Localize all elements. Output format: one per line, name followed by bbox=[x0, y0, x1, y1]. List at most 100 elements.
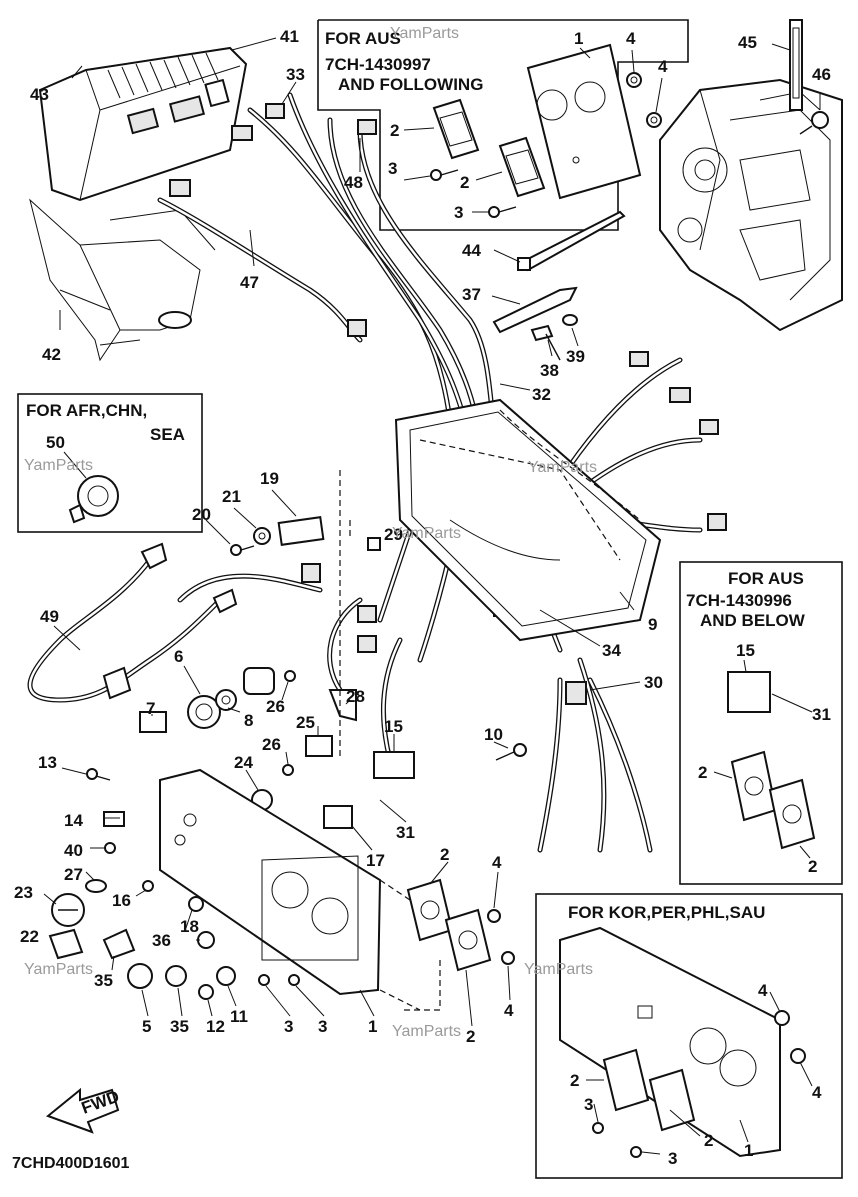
callout-28: 28 bbox=[346, 687, 365, 706]
callout-42: 42 bbox=[42, 345, 61, 364]
callout-32: 32 bbox=[532, 385, 551, 404]
callout-31b: 31 bbox=[812, 705, 831, 724]
power-cord bbox=[27, 542, 238, 703]
callout-11: 11 bbox=[230, 1007, 248, 1026]
bracket bbox=[29, 198, 216, 362]
callout-26b: 26 bbox=[262, 735, 281, 754]
callout-31a: 31 bbox=[396, 823, 415, 842]
callout-14: 14 bbox=[64, 811, 83, 830]
callout-35b: 35 bbox=[170, 1017, 189, 1036]
aus-right-line3: AND BELOW bbox=[700, 611, 806, 630]
socket-top-1 bbox=[432, 98, 480, 160]
callout-2b: 2 bbox=[460, 173, 469, 192]
callout-45: 45 bbox=[738, 33, 757, 52]
callout-48: 48 bbox=[344, 173, 363, 192]
aus-top-line1: FOR AUS bbox=[325, 29, 401, 48]
cover-19 bbox=[277, 516, 325, 546]
callout-50: 50 bbox=[46, 433, 65, 452]
callout-43: 43 bbox=[30, 85, 49, 104]
callout-46: 46 bbox=[812, 65, 831, 84]
callout-24: 24 bbox=[234, 753, 253, 772]
kor-screw-1 bbox=[592, 1122, 604, 1134]
part-18 bbox=[188, 896, 204, 912]
callout-44: 44 bbox=[462, 241, 481, 260]
starter-50 bbox=[68, 475, 119, 524]
callout-1c: 1 bbox=[744, 1141, 753, 1160]
callout-3e: 3 bbox=[584, 1095, 593, 1114]
callout-4c: 4 bbox=[492, 853, 502, 872]
callout-labels: 41 43 33 48 47 42 1 4 4 2 3 2 3 45 46 44… bbox=[14, 27, 831, 1168]
callout-37: 37 bbox=[462, 285, 481, 304]
callout-13: 13 bbox=[38, 753, 57, 772]
bolt-46 bbox=[799, 111, 829, 135]
callout-2e: 2 bbox=[698, 763, 707, 782]
callout-35a: 35 bbox=[94, 971, 113, 990]
relay-25 bbox=[305, 735, 333, 757]
box-aus-right: FOR AUS 7CH-1430996 AND BELOW bbox=[679, 561, 843, 885]
watermark: YamParts bbox=[524, 961, 593, 978]
cable-tie-37 bbox=[492, 286, 578, 334]
socket-mid-1 bbox=[406, 878, 454, 942]
callout-12: 12 bbox=[206, 1017, 225, 1036]
kor-panel bbox=[559, 926, 781, 1158]
socket-right-2 bbox=[768, 778, 816, 850]
callout-41: 41 bbox=[280, 27, 299, 46]
clip-29 bbox=[367, 537, 381, 551]
bracket-28 bbox=[328, 689, 357, 722]
watermark: YamParts bbox=[24, 457, 93, 474]
callout-33: 33 bbox=[286, 65, 305, 84]
callout-20: 20 bbox=[192, 505, 211, 524]
nut-8 bbox=[215, 689, 237, 711]
watermark: YamParts bbox=[528, 459, 597, 476]
cable-tie-44 bbox=[517, 210, 626, 272]
knob-23 bbox=[51, 893, 85, 927]
callout-26a: 26 bbox=[266, 697, 285, 716]
callout-1b: 1 bbox=[368, 1017, 377, 1036]
bolt-38 bbox=[530, 324, 561, 361]
callout-25: 25 bbox=[296, 713, 315, 732]
callout-40: 40 bbox=[64, 841, 83, 860]
aus-right-line1: FOR AUS bbox=[728, 569, 804, 588]
callout-15b: 15 bbox=[736, 641, 755, 660]
switch-14 bbox=[103, 811, 125, 827]
callout-2g: 2 bbox=[570, 1071, 579, 1090]
socket-plate-top bbox=[526, 43, 642, 200]
lamp-35a bbox=[102, 928, 136, 960]
panel-frame bbox=[394, 398, 662, 642]
callout-34: 34 bbox=[602, 641, 621, 660]
aus-top-line3: AND FOLLOWING bbox=[338, 75, 483, 94]
callout-2h: 2 bbox=[704, 1131, 713, 1150]
callout-6: 6 bbox=[174, 647, 183, 666]
box-kor: FOR KOR,PER,PHL,SAU bbox=[535, 893, 843, 1179]
kor-nut-1 bbox=[774, 1010, 790, 1026]
nut-top-1 bbox=[626, 72, 642, 88]
callout-8: 8 bbox=[244, 711, 253, 730]
callout-17: 17 bbox=[366, 851, 385, 870]
callout-2a: 2 bbox=[390, 121, 399, 140]
screw-26b bbox=[282, 764, 294, 776]
callout-38: 38 bbox=[540, 361, 559, 380]
control-unit bbox=[38, 46, 248, 202]
screw-top-1 bbox=[430, 169, 459, 181]
callout-36: 36 bbox=[152, 931, 171, 950]
nut-11 bbox=[216, 966, 236, 986]
callout-4b: 4 bbox=[658, 57, 668, 76]
callout-4e: 4 bbox=[758, 981, 768, 1000]
callout-22: 22 bbox=[20, 927, 39, 946]
callout-49: 49 bbox=[40, 607, 59, 626]
callout-27: 27 bbox=[64, 865, 83, 884]
watermarks: YamParts YamParts YamParts YamParts YamP… bbox=[24, 25, 597, 1040]
screw-26a bbox=[284, 670, 296, 682]
engine-block bbox=[659, 78, 843, 332]
socket-right-1 bbox=[730, 750, 778, 822]
socket-top-2 bbox=[498, 136, 546, 198]
callout-3f: 3 bbox=[668, 1149, 677, 1168]
nut-mid-1 bbox=[487, 909, 501, 923]
regulator-15 bbox=[373, 751, 415, 779]
callout-4a: 4 bbox=[626, 29, 636, 48]
switch-7 bbox=[139, 711, 167, 733]
callout-18: 18 bbox=[180, 917, 199, 936]
aus-top-line2: 7CH-1430997 bbox=[325, 55, 431, 74]
kor-line1: FOR KOR,PER,PHL,SAU bbox=[568, 903, 765, 922]
